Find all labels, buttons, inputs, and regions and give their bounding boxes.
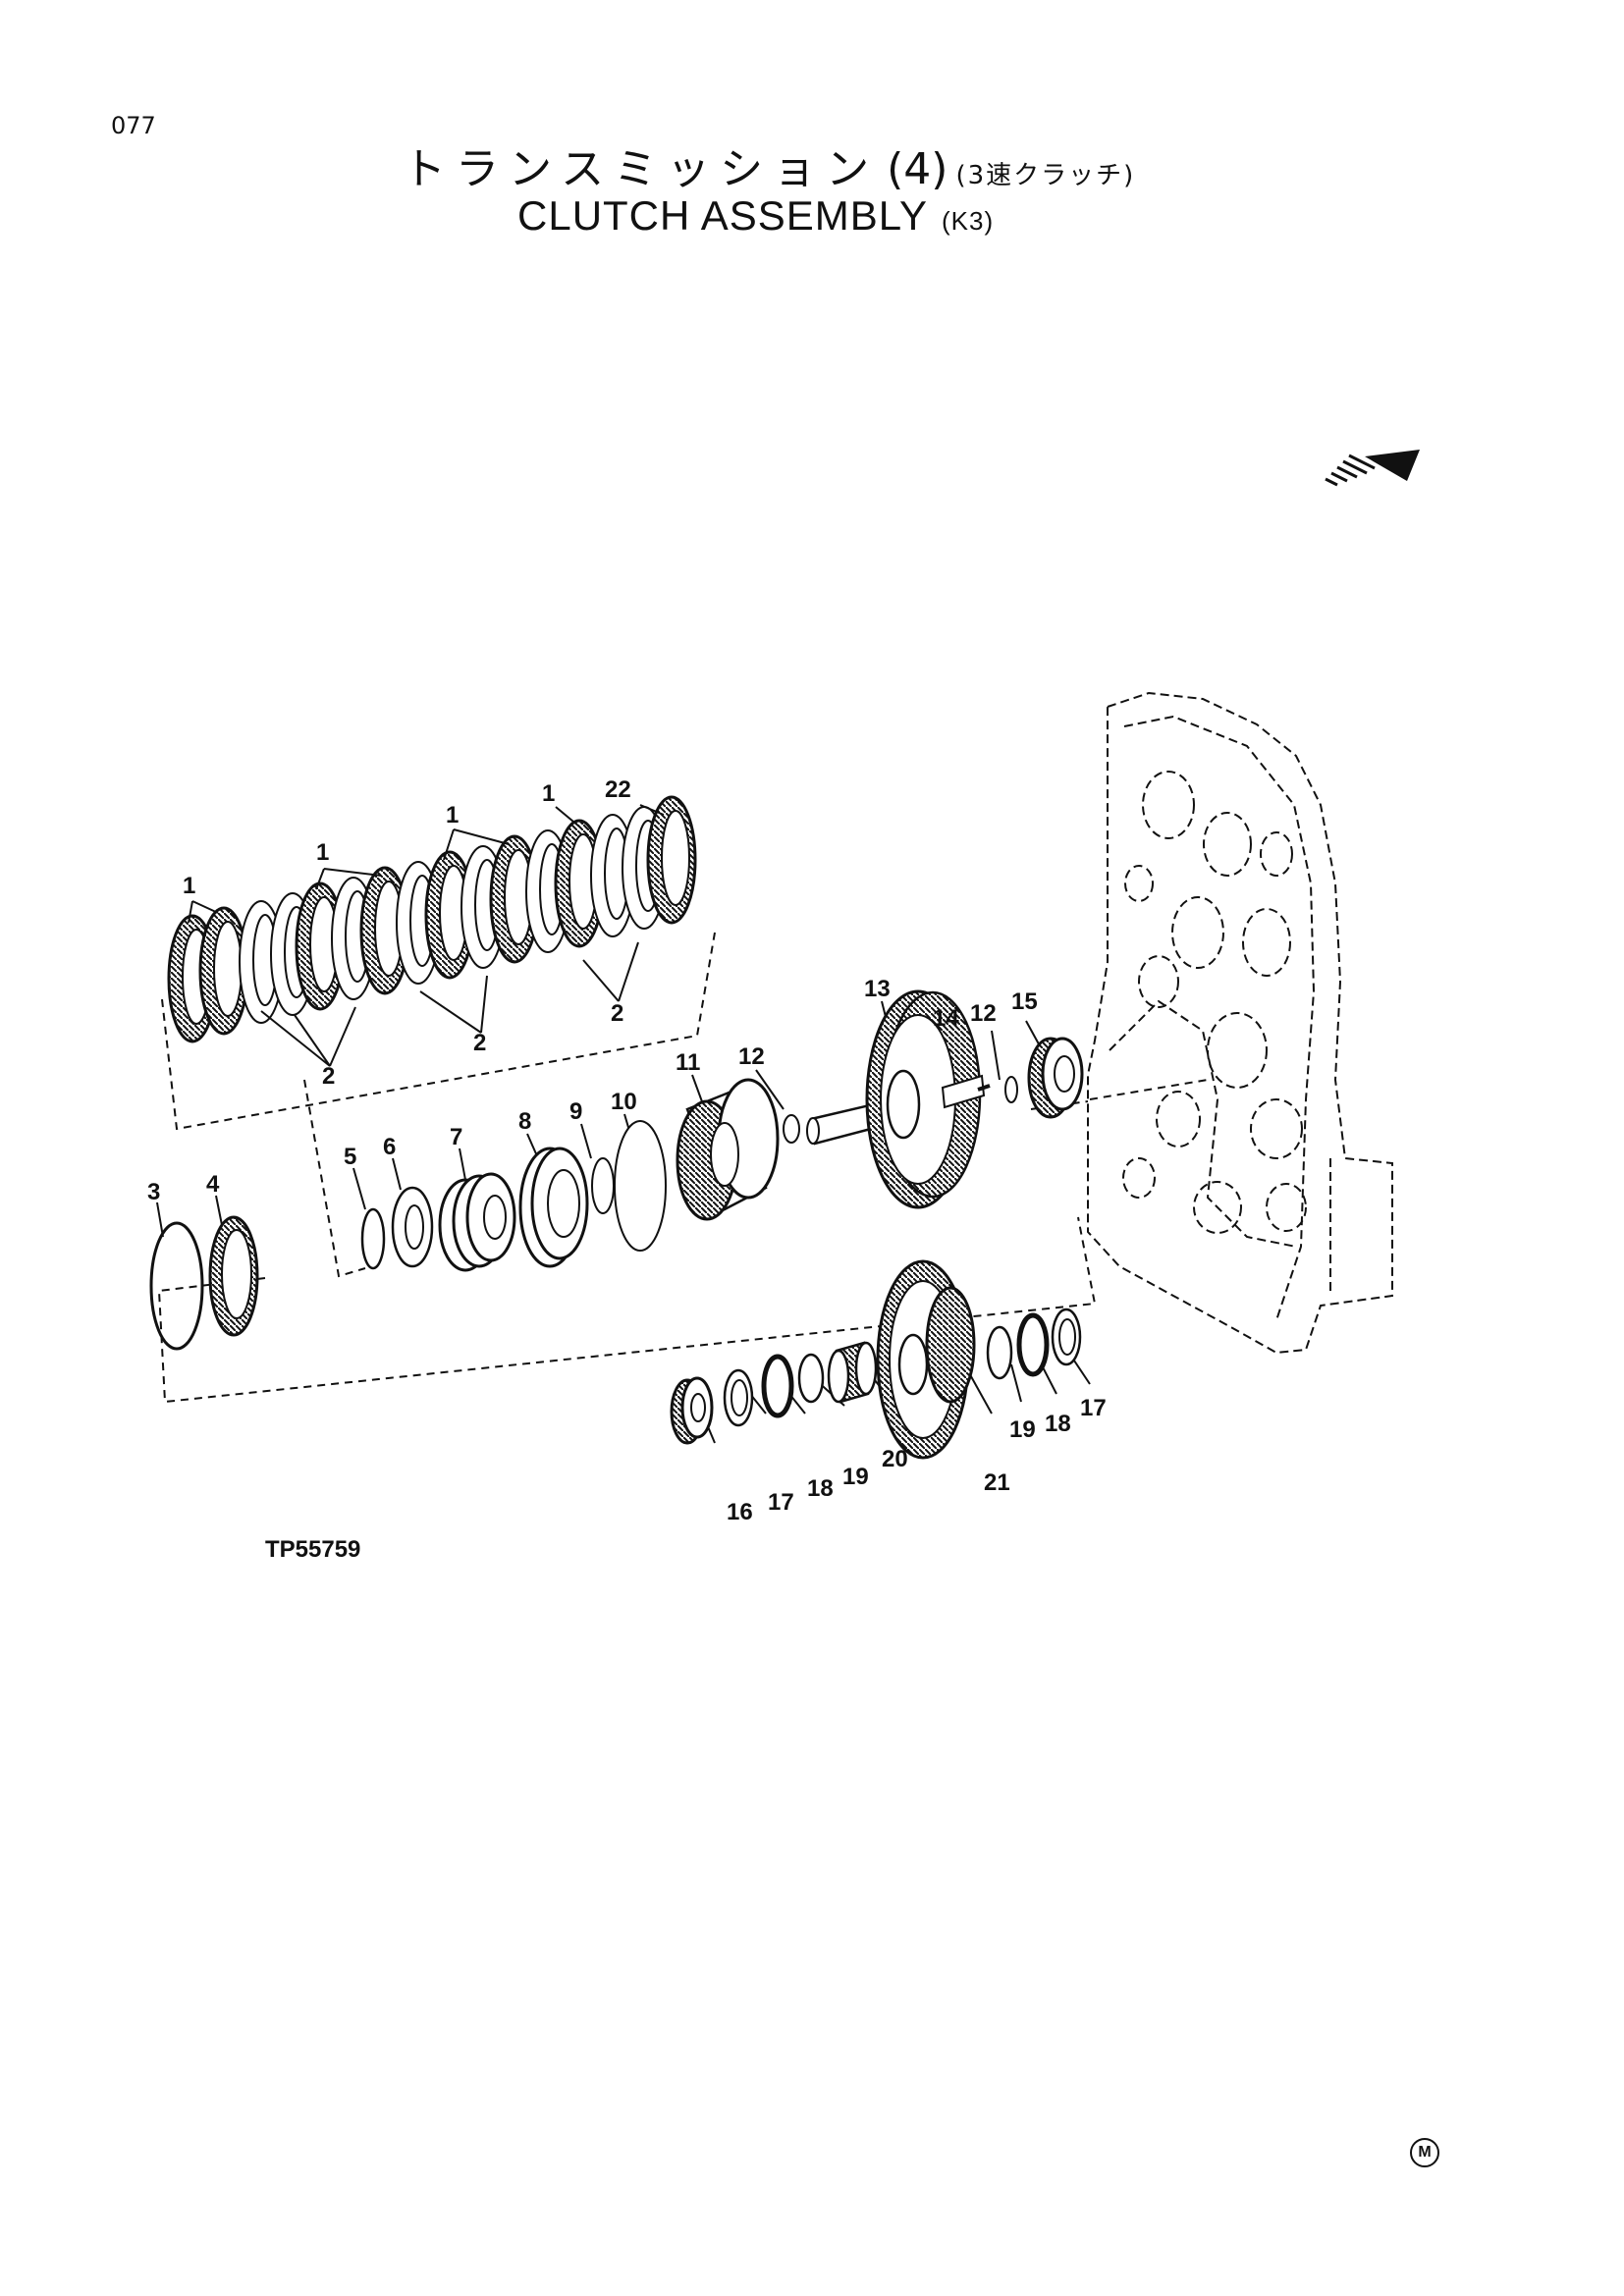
callout-label: 18 <box>807 1475 834 1502</box>
bearing-part-16 <box>670 1376 714 1445</box>
title-english: CLUTCH ASSEMBLY (K3) <box>517 192 994 240</box>
ring-part-19b <box>986 1325 1013 1380</box>
title-jp-number: (4) <box>887 144 948 194</box>
callout-label: 1 <box>316 839 329 866</box>
title-en-sub: (K3) <box>942 206 995 236</box>
washer-part-18b <box>1016 1312 1050 1377</box>
callout-label: 8 <box>518 1108 531 1135</box>
callout-labels: 1 1 1 1 22 2 2 2 2 3 4 5 6 7 8 9 10 11 1… <box>147 776 1107 1525</box>
ring-part-19 <box>797 1353 825 1404</box>
clutch-drum-part-11 <box>676 1078 780 1221</box>
shaft-gear-part-13 <box>806 989 986 1209</box>
callout-label: 17 <box>1080 1395 1107 1421</box>
direction-arrow-icon <box>1325 450 1420 487</box>
callout-label: 9 <box>569 1098 582 1125</box>
callout-label: 10 <box>611 1089 637 1115</box>
bearing-part-15 <box>1027 1037 1084 1119</box>
snap-ring-part-12b <box>1004 1076 1018 1103</box>
snap-ring-part-3 <box>149 1221 204 1351</box>
title-japanese: トランスミッション(4)(3速クラッチ) <box>403 133 1135 196</box>
callout-label: 14 <box>933 1005 959 1032</box>
shim-part-17 <box>723 1368 754 1427</box>
callout-label: 15 <box>1011 988 1038 1015</box>
callout-label: 2 <box>473 1030 486 1056</box>
callout-label: 6 <box>383 1134 396 1160</box>
o-ring-part-9 <box>591 1157 615 1214</box>
callout-label: 13 <box>864 976 891 1002</box>
page-number: 077 <box>111 112 156 139</box>
m-mark-icon: M <box>1410 2138 1439 2167</box>
end-plate-part-4 <box>208 1215 259 1337</box>
title-en-main: CLUTCH ASSEMBLY <box>517 192 928 239</box>
snap-ring-part-12 <box>783 1114 800 1144</box>
piston-part-8 <box>518 1147 589 1268</box>
needle-bearing-part-20 <box>827 1341 878 1404</box>
callout-label: 20 <box>882 1446 908 1472</box>
callout-label: 19 <box>1009 1416 1036 1443</box>
title-jp-sub: (3速クラッチ) <box>955 161 1136 190</box>
callout-label: 7 <box>450 1124 462 1150</box>
washer-part-6 <box>391 1186 434 1268</box>
clutch-disc-pack <box>167 795 697 1043</box>
callout-label: 12 <box>970 1000 997 1027</box>
callout-label: 1 <box>183 873 195 899</box>
callout-label: 2 <box>611 1000 623 1027</box>
spring-part-7 <box>438 1172 516 1272</box>
o-ring-part-10 <box>614 1120 667 1252</box>
callout-label: 3 <box>147 1179 160 1205</box>
callout-label: 21 <box>984 1469 1010 1496</box>
transmission-housing <box>1087 691 1393 1355</box>
callout-label: 1 <box>542 780 555 807</box>
gear-part-21 <box>876 1259 976 1460</box>
callout-label: 11 <box>676 1049 700 1076</box>
callout-label: 5 <box>344 1144 356 1170</box>
callout-label: 22 <box>605 776 631 803</box>
washer-part-18 <box>761 1354 794 1418</box>
callout-label: 1 <box>446 802 459 828</box>
title-jp-main: トランスミッション <box>403 144 880 194</box>
callout-label: 4 <box>206 1171 220 1198</box>
callout-label: 17 <box>768 1489 794 1516</box>
figure-code: TP55759 <box>265 1536 361 1563</box>
snap-ring-part-5 <box>360 1207 386 1270</box>
callout-label: 19 <box>842 1464 869 1490</box>
callout-label: 12 <box>738 1043 765 1070</box>
callout-label: 18 <box>1045 1411 1071 1437</box>
shim-part-17b <box>1051 1308 1082 1366</box>
pin-part-14 <box>977 1084 991 1092</box>
callout-label: 16 <box>727 1499 753 1525</box>
callout-label: 2 <box>322 1063 335 1090</box>
